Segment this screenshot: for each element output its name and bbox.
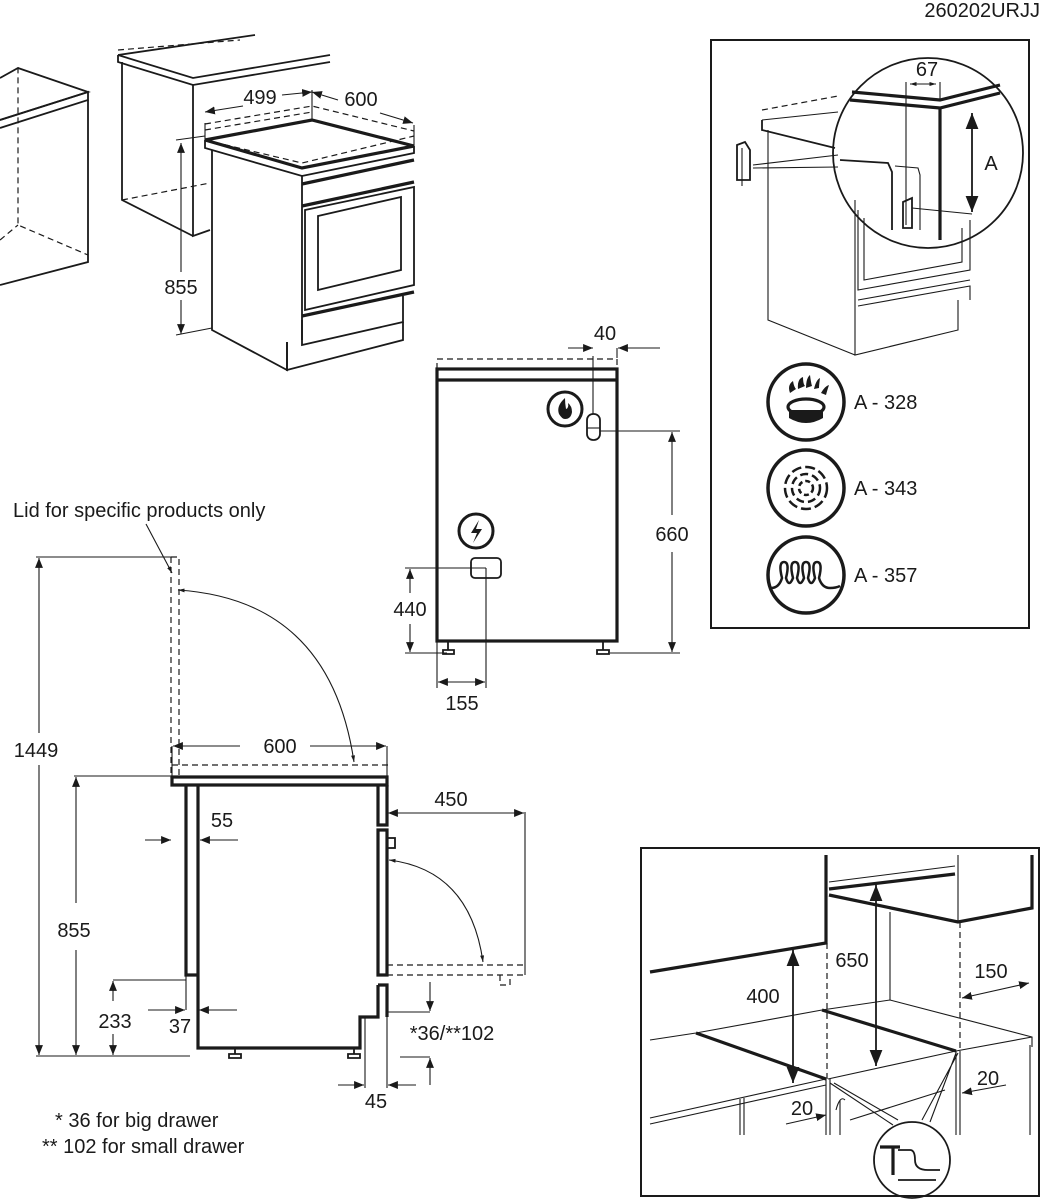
perspective-view: 499 600 855 bbox=[0, 34, 415, 372]
left-cabinet bbox=[0, 66, 91, 286]
panel-frame bbox=[710, 39, 1030, 629]
dim-855-side: 855 bbox=[57, 920, 90, 942]
variant-label-radiant: A - 343 bbox=[854, 478, 917, 500]
dim-67: 67 bbox=[916, 59, 938, 81]
variant-label-coil: A - 357 bbox=[854, 565, 917, 587]
variant-gas: A - 328 bbox=[766, 362, 917, 442]
dim-A: A bbox=[984, 153, 998, 175]
dim-37: 37 bbox=[169, 1016, 191, 1038]
dim-660: 660 bbox=[655, 524, 688, 546]
dim-20-right: 20 bbox=[977, 1068, 999, 1090]
dim-20-left: 20 bbox=[791, 1098, 813, 1120]
dim-155: 155 bbox=[445, 693, 478, 715]
dim-150: 150 bbox=[974, 961, 1007, 983]
seal-detail-circle bbox=[873, 1121, 951, 1199]
back-cabinet bbox=[117, 34, 331, 238]
install-panel: 400 650 150 20 20 bbox=[640, 847, 1040, 1199]
lid-note: Lid for specific products only bbox=[13, 500, 265, 522]
dim-650: 650 bbox=[835, 950, 868, 972]
magnifier-circle bbox=[832, 57, 1024, 249]
dim-450: 450 bbox=[434, 789, 467, 811]
rear-view: 40 660 440 155 bbox=[393, 323, 688, 715]
dim-499: 499 bbox=[243, 87, 276, 109]
dim-1449: 1449 bbox=[14, 740, 59, 762]
flame-icon bbox=[546, 390, 584, 428]
dim-drawer: *36/**102 bbox=[410, 1023, 495, 1045]
dim-40: 40 bbox=[594, 323, 616, 345]
radiant-hob-icon bbox=[766, 448, 846, 528]
gas-burner-icon bbox=[766, 362, 846, 442]
dim-400: 400 bbox=[746, 986, 779, 1008]
footnote-big-drawer: * 36 for big drawer bbox=[55, 1110, 219, 1132]
document-code: 260202URJJ bbox=[924, 0, 1040, 22]
cooker-perspective bbox=[204, 90, 415, 372]
dim-855-perspective: 855 bbox=[164, 277, 197, 299]
anti-tilt-panel: 67 A A - 328 A - 343 A - 357 bbox=[710, 39, 1030, 629]
side-view: Lid for specific products only 1449 600 … bbox=[13, 500, 526, 1158]
variant-radiant: A - 343 bbox=[766, 448, 917, 528]
dim-233: 233 bbox=[98, 1011, 131, 1033]
dim-45: 45 bbox=[365, 1091, 387, 1113]
dim-600-side: 600 bbox=[263, 736, 296, 758]
dim-arrow-499-right bbox=[281, 89, 313, 97]
footnote-small-drawer: ** 102 for small drawer bbox=[42, 1136, 245, 1158]
dim-arrow-600-right bbox=[379, 112, 414, 124]
dim-440: 440 bbox=[393, 599, 426, 621]
variant-label-gas: A - 328 bbox=[854, 392, 917, 414]
rear-panel bbox=[435, 367, 619, 643]
dim-arrow-600-left bbox=[311, 91, 339, 101]
heating-coil-icon bbox=[766, 535, 846, 615]
dim-55: 55 bbox=[211, 810, 233, 832]
dim-600-top: 600 bbox=[344, 89, 377, 111]
dim-arrow-499-left bbox=[204, 105, 244, 115]
lightning-icon bbox=[457, 512, 495, 550]
gas-connection bbox=[586, 413, 601, 441]
install-panel-frame bbox=[640, 847, 1040, 1197]
variant-coil: A - 357 bbox=[766, 535, 917, 615]
